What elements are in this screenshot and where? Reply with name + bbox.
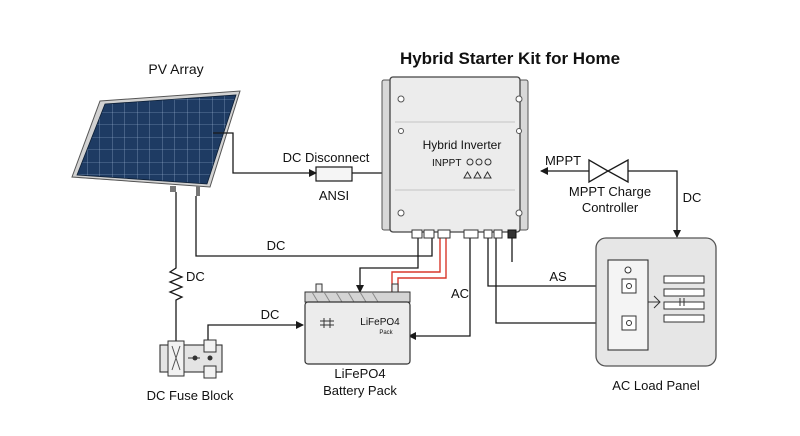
fuse-dc-label: DC [186,269,205,284]
fuse-block-label: DC Fuse Block [147,388,234,403]
battery-label-line1: LiFePO4 [334,366,385,381]
dc-disconnect-sublabel: ANSI [319,188,349,203]
inverter-label: Hybrid Inverter [423,138,502,152]
battery-case-text: LiFePO4 [360,317,400,328]
mppt-wire-label: MPPT [545,153,581,168]
mppt-valve-icon [588,158,629,184]
battery-case-subtext: Pack [379,330,393,336]
indicator-lights-icon [463,158,492,179]
dc-wire-label: DC [267,238,286,253]
battery-label-line2: Battery Pack [323,383,397,398]
ac-load-panel-label: AC Load Panel [612,378,700,393]
inverter-indicator-label: INPPT [432,158,461,169]
mppt-controller-label-line2: Controller [582,200,639,215]
ac-wire-label: AC [451,286,469,301]
breaker-2 [621,315,637,331]
breaker-1 [621,278,637,294]
as-wire-label: AS [549,269,567,284]
solar-panel-icon [71,90,241,196]
mppt-controller-label-line1: MPPT Charge [569,184,651,199]
diagram-title: Hybrid Starter Kit for Home [400,49,620,68]
positive-wires [391,237,447,293]
mppt-dc-label: DC [683,190,702,205]
pv-array-label: PV Array [148,61,203,77]
dc-disconnect-switch [315,166,353,182]
battery-icon [304,283,411,365]
hybrid-inverter [381,76,529,239]
ac-load-panel [595,237,717,367]
dc-disconnect-label: DC Disconnect [283,150,370,165]
fuse-block-icon [159,339,223,379]
fuse-to-battery-dc-label: DC [261,307,280,322]
